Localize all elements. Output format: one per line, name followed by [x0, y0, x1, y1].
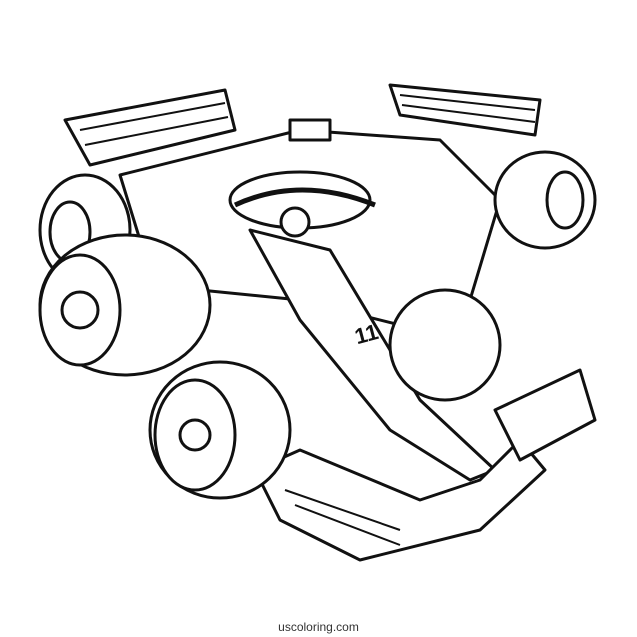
wheel-front-left-large — [40, 235, 210, 375]
front-wing-endplate-right — [495, 370, 595, 460]
wheel-rear-right — [495, 152, 595, 248]
car-nose — [250, 230, 495, 480]
watermark: uscoloring.com — [278, 620, 359, 634]
front-wing — [255, 440, 545, 560]
wheel-front-left — [150, 362, 290, 498]
rear-wing-right — [390, 85, 540, 135]
wheel-front-right — [390, 290, 500, 400]
helmet — [281, 208, 309, 236]
race-car-illustration: 11 — [0, 0, 637, 600]
airbox — [290, 120, 330, 140]
halo — [235, 190, 375, 205]
